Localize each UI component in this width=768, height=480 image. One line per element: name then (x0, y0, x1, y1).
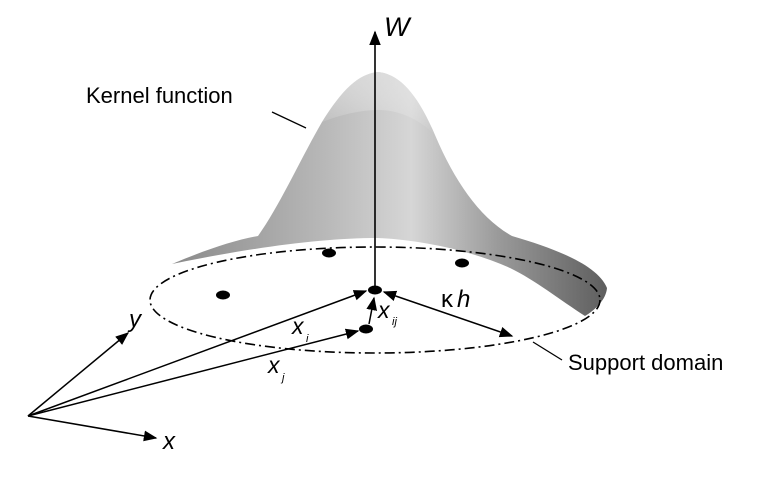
y-axis-label: y (127, 306, 143, 333)
xi-vector (27, 290, 368, 417)
xij-label: x (377, 297, 391, 323)
particle-dot (455, 258, 469, 268)
kappa-h-radius (382, 290, 514, 338)
support-domain-ellipse (149, 246, 601, 354)
kernel-function-label: Kernel function (86, 83, 233, 108)
particle-dot (216, 290, 230, 300)
xj-vector (27, 328, 360, 417)
support-domain-label: Support domain (568, 350, 723, 375)
particle-dot (322, 248, 336, 258)
w-axis-label: W (384, 12, 412, 42)
h-label: h (457, 286, 470, 313)
xj-label: x (267, 352, 281, 378)
particle-i-dot (368, 285, 382, 295)
kernel-surface-highlight (322, 72, 435, 135)
xij-subscript: ij (392, 316, 397, 328)
xij-vector (366, 296, 378, 325)
kappa-label: κ (441, 286, 454, 313)
particle-j-dot (359, 324, 373, 334)
xi-subscript: i (306, 333, 309, 345)
xj-subscript: j (280, 372, 285, 384)
x-axis-label: x (162, 428, 176, 455)
kernel-leader-line (271, 111, 307, 129)
y-axis (27, 332, 130, 417)
support-leader-line (532, 341, 563, 361)
xi-label: x (291, 313, 305, 339)
x-axis (27, 415, 158, 442)
